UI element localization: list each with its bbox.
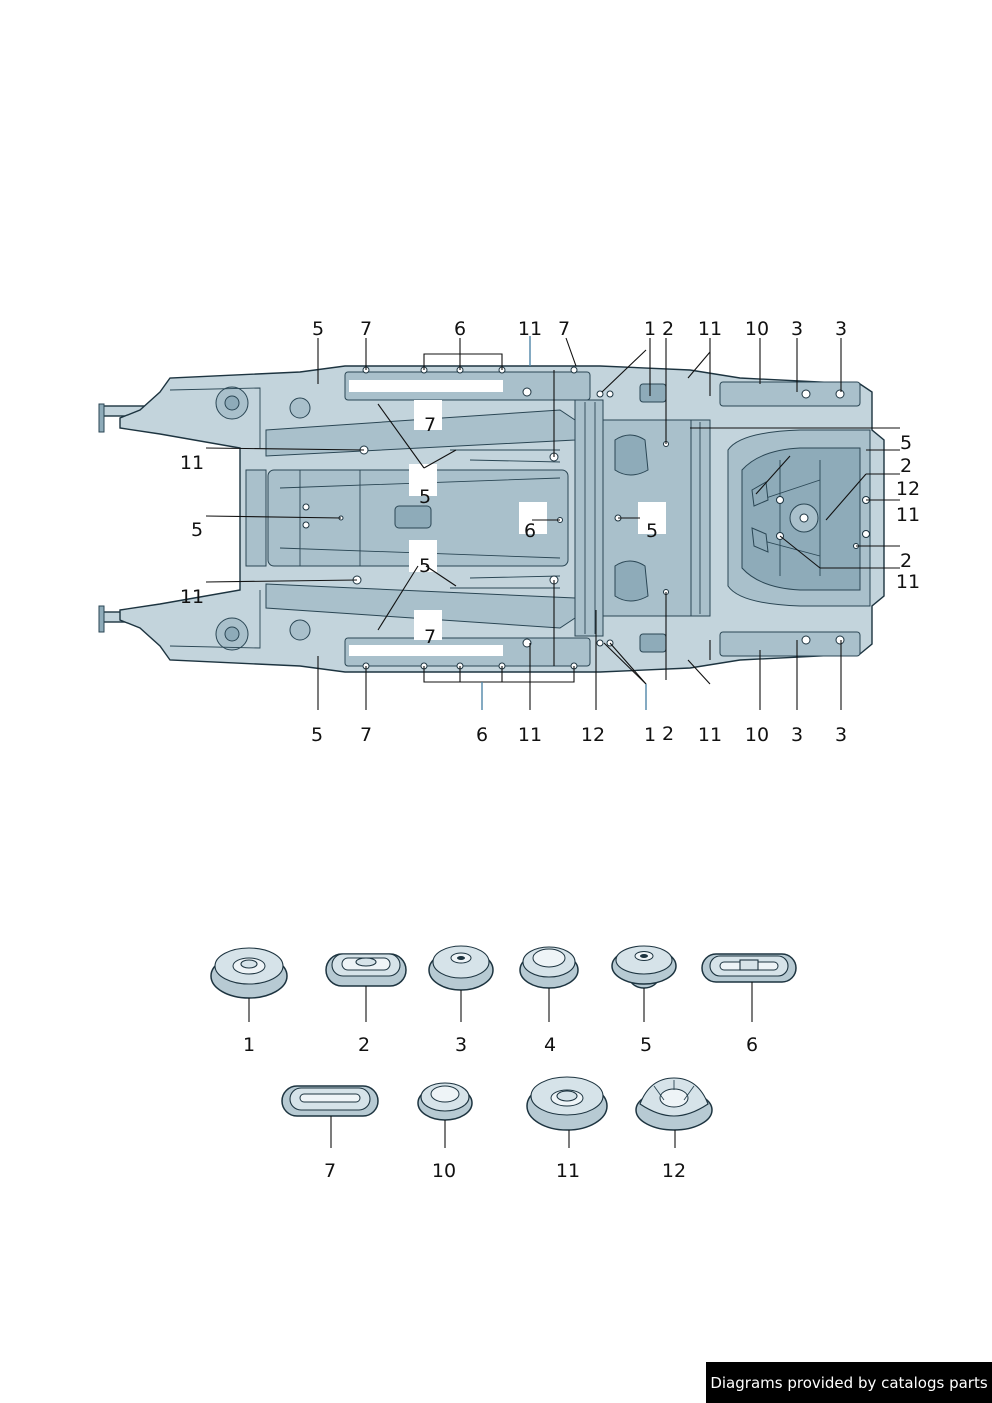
part-label-7: 7 xyxy=(324,1160,336,1182)
callouts-left: 11 5 11 xyxy=(180,452,204,608)
callout-top-2: 2 xyxy=(662,318,674,340)
grommet-3-icon xyxy=(428,945,494,1022)
callout-bottom-5: 5 xyxy=(311,724,323,746)
callout-right-2: 2 xyxy=(900,455,912,477)
callout-left-11: 11 xyxy=(180,452,204,474)
callout-right-5: 5 xyxy=(900,432,912,454)
callout-bottom-3b: 3 xyxy=(835,724,847,746)
callout-top-6: 6 xyxy=(454,318,466,340)
callout-top-7b: 7 xyxy=(558,318,570,340)
part-label-2: 2 xyxy=(358,1034,370,1056)
part-label-5: 5 xyxy=(640,1034,652,1056)
callout-bottom-12: 12 xyxy=(581,724,605,746)
callout-bottom-3: 3 xyxy=(791,724,803,746)
callout-right-2b: 2 xyxy=(900,550,912,572)
callout-top-7: 7 xyxy=(360,318,372,340)
footer-text: Diagrams provided by catalogs parts xyxy=(710,1373,988,1392)
callout-right-12: 12 xyxy=(896,478,920,500)
part-label-4: 4 xyxy=(544,1034,556,1056)
callouts-bottom: 5 7 6 11 12 1 2 11 10 3 3 xyxy=(311,723,847,746)
callout-inner-7b: 7 xyxy=(424,626,436,648)
callout-bottom-7: 7 xyxy=(360,724,372,746)
callout-bottom-10: 10 xyxy=(745,724,769,746)
callout-top-1: 1 xyxy=(644,318,656,340)
leader-lines xyxy=(205,336,900,710)
callout-bottom-2: 2 xyxy=(662,723,674,745)
callout-left-11b: 11 xyxy=(180,586,204,608)
grommet-2-icon xyxy=(325,953,407,1022)
callout-inner-5b: 5 xyxy=(646,520,658,542)
callout-top-11: 11 xyxy=(518,318,542,340)
callouts-inner: 7 5 6 5 5 7 xyxy=(419,414,658,648)
grommet-7-icon xyxy=(281,1085,379,1148)
callout-inner-5c: 5 xyxy=(419,555,431,577)
callout-top-10: 10 xyxy=(745,318,769,340)
grommet-5-icon xyxy=(611,945,677,1022)
callout-bottom-1: 1 xyxy=(644,724,656,746)
grommet-6-icon xyxy=(701,953,797,1022)
part-label-3: 3 xyxy=(455,1034,467,1056)
callout-inner-6: 6 xyxy=(524,520,536,542)
callout-top-5: 5 xyxy=(312,318,324,340)
grommet-12-icon xyxy=(635,1077,713,1148)
callout-left-5: 5 xyxy=(191,519,203,541)
callout-right-11b: 11 xyxy=(896,571,920,593)
callouts-top: 5 7 6 11 7 1 2 11 10 3 3 xyxy=(312,318,847,340)
grommet-4-icon xyxy=(519,946,579,1022)
grommet-10-icon xyxy=(417,1082,473,1148)
callout-inner-7: 7 xyxy=(424,414,436,436)
callout-bottom-11: 11 xyxy=(518,724,542,746)
part-label-1: 1 xyxy=(243,1034,255,1056)
callout-top-3b: 3 xyxy=(835,318,847,340)
grommet-1-icon xyxy=(210,947,288,1022)
callout-bottom-11b: 11 xyxy=(698,724,722,746)
part-label-12: 12 xyxy=(662,1160,686,1182)
callouts-right: 5 2 12 11 2 11 xyxy=(896,432,920,593)
footer-badge: Diagrams provided by catalogs parts xyxy=(706,1362,992,1403)
callout-top-3: 3 xyxy=(791,318,803,340)
underbody-illustration xyxy=(98,365,885,673)
part-label-10: 10 xyxy=(432,1160,456,1182)
callout-bottom-6: 6 xyxy=(476,724,488,746)
parts-legend: 1 2 3 4 xyxy=(210,945,797,1182)
callout-top-11b: 11 xyxy=(698,318,722,340)
part-label-6: 6 xyxy=(746,1034,758,1056)
callout-inner-5: 5 xyxy=(419,486,431,508)
callout-right-11: 11 xyxy=(896,504,920,526)
part-label-11: 11 xyxy=(556,1160,580,1182)
grommet-11-icon xyxy=(526,1076,608,1148)
